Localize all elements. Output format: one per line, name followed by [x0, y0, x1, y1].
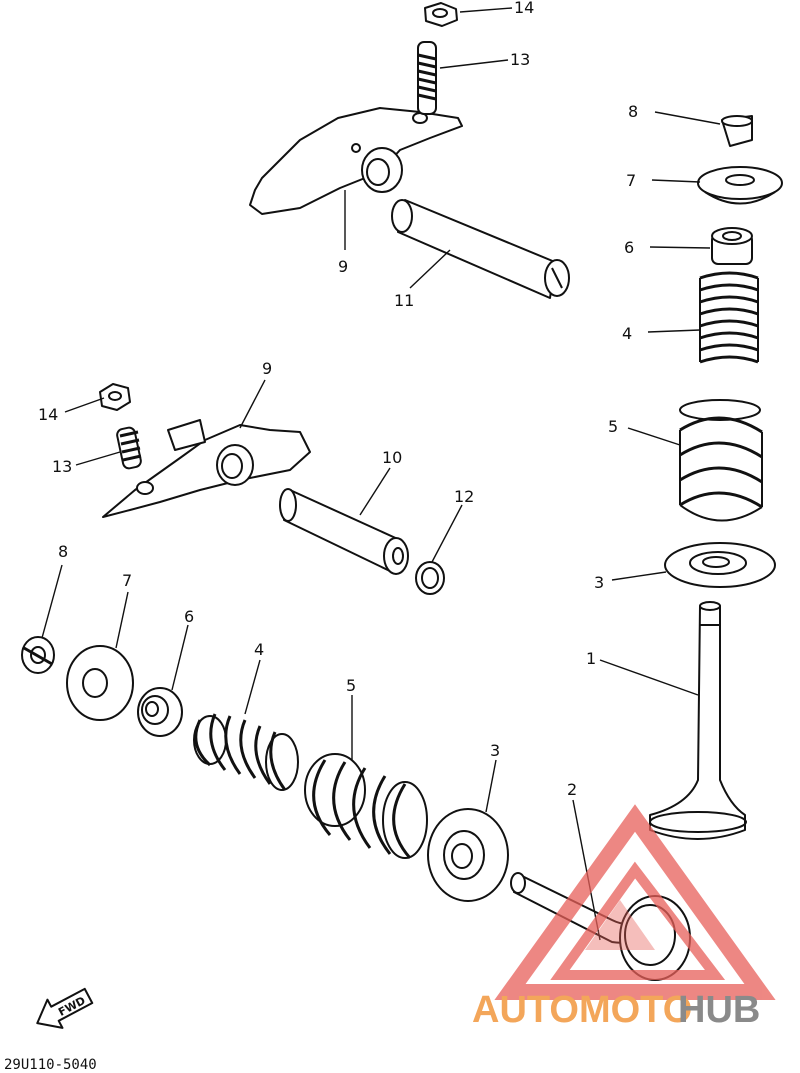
retainer-7-right: [697, 166, 783, 205]
callout-12: 12: [454, 487, 474, 506]
fwd-arrow-icon: FWD: [36, 987, 94, 1029]
o-ring-12: [415, 561, 445, 595]
rocker-shaft-10: [279, 488, 409, 575]
watermark-text: AUTOMOTO HUB: [472, 989, 760, 1031]
callout-11: 11: [394, 291, 414, 310]
callout-13-lower: 13: [52, 457, 72, 476]
callout-14-upper: 14: [514, 0, 534, 17]
inner-spring-4-right: [699, 271, 759, 364]
callout-7-right: 7: [626, 171, 636, 190]
callout-5-lower: 5: [346, 676, 356, 695]
leader-lines: [41, 7, 721, 941]
locknut-lower: [99, 383, 131, 411]
locknut-upper: [424, 2, 458, 27]
adjusting-screw-lower: [116, 426, 142, 470]
callout-14-lower: 14: [38, 405, 58, 424]
callout-8-right: 8: [628, 102, 638, 121]
callout-4-right: 4: [622, 324, 632, 343]
drawing-code: 29U110-5040: [4, 1057, 97, 1073]
retainer-7-lower: [66, 645, 134, 721]
inner-spring-4-lower: [193, 713, 299, 791]
seal-6-right: [711, 227, 753, 265]
callout-5-right: 5: [608, 417, 618, 436]
callout-3-lower: 3: [490, 741, 500, 760]
callout-7-lower: 7: [122, 571, 132, 590]
adjusting-screw-upper: [417, 41, 437, 115]
callout-4-lower: 4: [254, 640, 264, 659]
outer-spring-5-right: [679, 399, 763, 522]
callout-2: 2: [567, 780, 577, 799]
watermark-text-part2: HUB: [678, 989, 760, 1031]
watermark-logo-icon: [494, 804, 776, 1000]
spring-seat-3-lower: [427, 808, 509, 902]
seal-6-lower: [137, 687, 183, 737]
spring-seat-3-right: [664, 542, 776, 588]
callout-labels: 14 13 9 11 8 7 6 4 5 3 1 9 14 13 10 12 8…: [38, 0, 638, 799]
callout-9-upper: 9: [338, 257, 348, 276]
callout-13-upper: 13: [510, 50, 530, 69]
cotter-8-lower: [21, 636, 55, 674]
callout-6-lower: 6: [184, 607, 194, 626]
callout-6-right: 6: [624, 238, 634, 257]
callout-9-lower: 9: [262, 359, 272, 378]
rocker-shaft-11: [391, 199, 570, 299]
callout-8-lower: 8: [58, 542, 68, 561]
callout-3-right: 3: [594, 573, 604, 592]
outer-spring-5-lower: [304, 753, 428, 859]
watermark-text-part1: AUTOMOTO: [472, 989, 692, 1031]
rocker-arm-upper: [249, 107, 463, 215]
cotter-8-right: [721, 115, 753, 147]
rocker-arm-lower: [102, 419, 311, 518]
callout-10: 10: [382, 448, 402, 467]
valve-1: [649, 601, 747, 840]
callout-1: 1: [586, 649, 596, 668]
